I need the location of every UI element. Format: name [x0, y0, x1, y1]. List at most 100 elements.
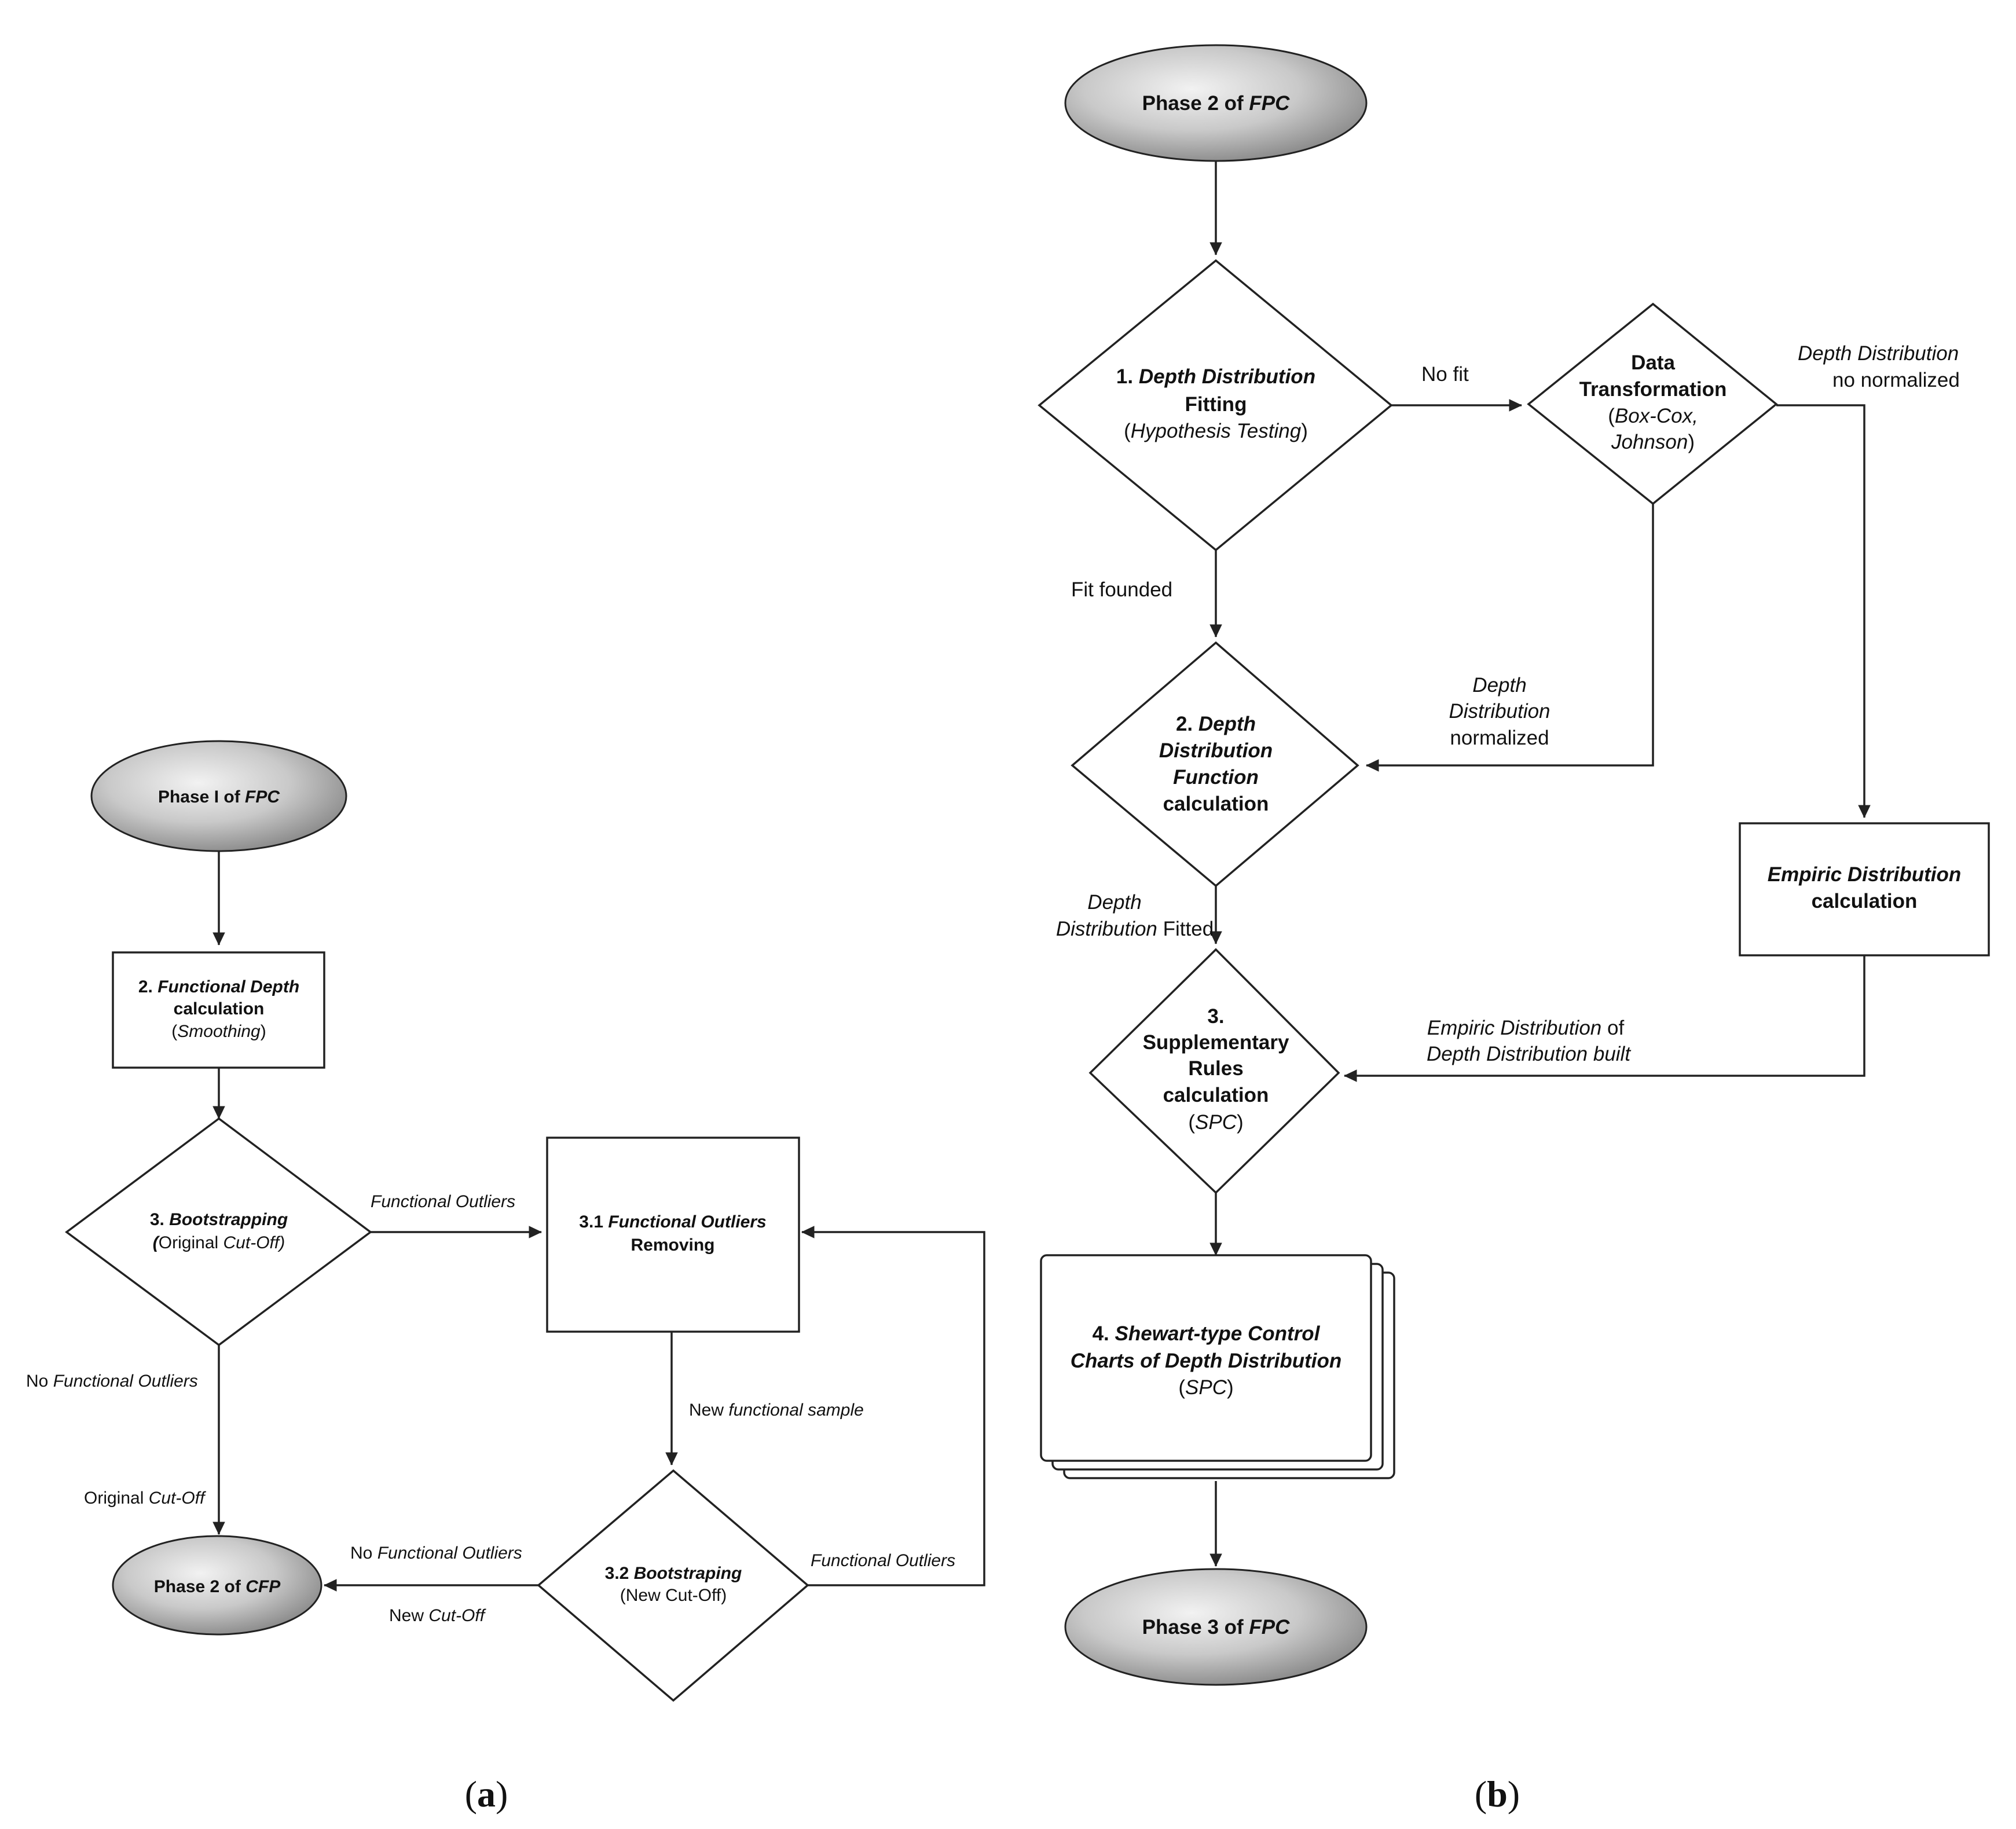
b-step4-number: 4. [1093, 1322, 1115, 1345]
b-step2-title1: Depth [1198, 713, 1256, 735]
label-functional-outliers-top: Functional Outliers [371, 1192, 515, 1211]
svg-text:New Cut-Off: New Cut-Off [389, 1606, 486, 1625]
edge-step32-loop-to-step31 [801, 1226, 985, 1586]
label-no-fit: No fit [1421, 363, 1469, 386]
label-original-cutoff-prefix: Original [84, 1489, 149, 1508]
label-fitted-line2-italic: Distribution [1056, 918, 1157, 940]
step32-number: 3.2 [605, 1564, 634, 1583]
svg-text:4. Shewart-type Control: 4. Shewart-type Control [1093, 1322, 1321, 1345]
label-no-normalized-line1: Depth Distribution [1798, 342, 1959, 365]
b-step1-paren-close: ) [1301, 420, 1308, 442]
label-no-outliers-bottom: Functional Outliers [377, 1544, 522, 1563]
label-empiric-built-line2: Depth Distribution built [1427, 1043, 1631, 1065]
label-new-cutoff-prefix: New [389, 1606, 428, 1625]
svg-text:Charts of Depth Distribution: Charts of Depth Distribution [1071, 1350, 1342, 1372]
b-end-node-label: Phase 3 of [1142, 1616, 1249, 1639]
svg-text:Phase I of FPC: Phase I of FPC [158, 787, 280, 807]
svg-text:(a): (a) [465, 1773, 508, 1815]
b-step1-title: Depth Distribution [1139, 365, 1315, 388]
b-step3-number: 3. [1207, 1005, 1224, 1028]
svg-text:Phase 2 of CFP: Phase 2 of CFP [154, 1577, 281, 1596]
label-no-outliers-left: Functional Outliers [53, 1372, 198, 1391]
label-no-normalized-line2: no normalized [1832, 369, 1960, 391]
label-new-sample-prefix: New [689, 1401, 728, 1420]
svg-text:3.2 Bootstraping: 3.2 Bootstraping [605, 1564, 742, 1583]
b-step3-title1: Supplementary [1143, 1031, 1289, 1054]
b-start-node-label: Phase 2 of [1142, 92, 1249, 115]
b-empiric-distribution-box: Empiric Distribution calculation [1739, 822, 1990, 956]
svg-text:Phase 3 of FPC: Phase 3 of FPC [1142, 1616, 1291, 1639]
b-step1-paren-open: ( [1124, 420, 1131, 442]
b-step3-supplementary-rules-diamond: 3. Supplementary Rules calculation (SPC) [1088, 948, 1340, 1194]
b-step1-fitting-diamond: 1. Depth Distribution Fitting (Hypothesi… [1038, 259, 1393, 552]
b-step2-number: 2. [1176, 713, 1198, 735]
step32-param: (New Cut-Off) [620, 1586, 727, 1605]
label-fitted-line1: Depth [1087, 891, 1141, 914]
b-step4-paren-open: ( [1178, 1376, 1185, 1399]
svg-text:Johnson): Johnson) [1611, 431, 1695, 453]
label-no-outliers-left-prefix: No [26, 1372, 53, 1391]
b-step4-control-charts-stack: 4. Shewart-type Control Charts of Depth … [1040, 1254, 1395, 1479]
b-transformation-line1: Data [1631, 351, 1675, 374]
svg-text:(Smoothing): (Smoothing) [171, 1022, 266, 1041]
b-transformation-paren-close: ) [1688, 431, 1695, 453]
step3-param-italic: Cut-Off [223, 1233, 281, 1252]
b-step2-title2: Distribution [1159, 739, 1273, 762]
caption-b-letter: b [1487, 1773, 1508, 1815]
step2-subtitle: calculation [174, 999, 265, 1018]
svg-text:2. Functional Depth: 2. Functional Depth [138, 977, 299, 996]
svg-text:Distribution Fitted: Distribution Fitted [1056, 918, 1214, 940]
step3-title: Bootstrapping [169, 1210, 288, 1229]
svg-text:Empiric Distribution of: Empiric Distribution of [1427, 1017, 1625, 1039]
b-step2-subtitle: calculation [1163, 793, 1269, 815]
label-no-outliers-bottom-prefix: No [350, 1544, 377, 1563]
b-data-transformation-diamond: Data Transformation (Box-Cox, Johnson) [1527, 302, 1778, 505]
svg-text:(Box-Cox,: (Box-Cox, [1608, 405, 1698, 427]
edge-b-transformation-to-empiric [1776, 404, 1871, 819]
b-step4-title2: Charts of [1071, 1350, 1165, 1372]
caption-a-letter: a [477, 1773, 496, 1815]
step31-outliers-removing-box: 3.1 Functional Outliers Removing [546, 1137, 800, 1333]
step31-number: 3.1 [579, 1212, 608, 1231]
start-node-phase-1: Phase I of FPC [90, 740, 347, 852]
svg-text:No Functional Outliers: No Functional Outliers [26, 1372, 198, 1391]
panel-a: Phase I of FPC 2. Functional Depth calcu… [26, 740, 985, 1815]
step2-paren-close: ) [261, 1022, 266, 1041]
step2-method: Smoothing [177, 1022, 261, 1041]
start-node-label: Phase I of [158, 787, 245, 807]
step31-title: Functional Outliers [608, 1212, 766, 1231]
svg-text:(b): (b) [1475, 1773, 1520, 1815]
svg-text:3.1 Functional Outliers: 3.1 Functional Outliers [579, 1212, 766, 1231]
b-step1-number: 1. [1116, 365, 1139, 388]
label-empiric-built-line1-italic: Empiric Distribution [1427, 1017, 1601, 1039]
caption-b-open: ( [1475, 1773, 1487, 1815]
step3-paren-close: ) [277, 1233, 285, 1252]
b-start-node-phase-2: Phase 2 of FPC [1064, 44, 1368, 162]
caption-b-close: ) [1508, 1773, 1520, 1815]
b-step1-subtitle: Fitting [1185, 393, 1247, 416]
svg-text:No Functional Outliers: No Functional Outliers [350, 1544, 522, 1563]
end-node-label: Phase 2 of [154, 1577, 245, 1596]
label-functional-outliers-loop: Functional Outliers [811, 1551, 955, 1570]
label-original-cutoff: Cut-Off [149, 1489, 206, 1508]
label-normalized-line1: Depth [1472, 674, 1526, 697]
svg-text:2. Depth: 2. Depth [1176, 713, 1256, 735]
b-empiric-title: Empiric Distribution [1768, 863, 1961, 886]
b-step4-method: SPC [1185, 1376, 1227, 1399]
step3-number: 3. [150, 1210, 169, 1229]
step31-subtitle: Removing [631, 1236, 714, 1255]
panel-b: Phase 2 of FPC 1. Depth Distribution Fit… [1038, 44, 1990, 1815]
b-step2-title3: Function [1173, 766, 1259, 789]
b-step3-subtitle: calculation [1163, 1084, 1269, 1106]
svg-text:New functional sample: New functional sample [689, 1401, 864, 1420]
b-step2-distribution-function-diamond: 2. Depth Distribution Function calculati… [1071, 641, 1359, 888]
label-fit-founded: Fit founded [1071, 578, 1172, 601]
b-end-node-label-italic: FPC [1249, 1616, 1290, 1639]
label-new-sample: functional sample [728, 1401, 863, 1420]
b-step1-method: Hypothesis Testing [1131, 420, 1302, 442]
b-step3-paren-open: ( [1188, 1111, 1195, 1134]
svg-text:(Original Cut-Off): (Original Cut-Off) [153, 1233, 285, 1252]
start-node-label-italic: FPC [245, 787, 280, 807]
b-transformation-paren-open: ( [1608, 405, 1615, 427]
